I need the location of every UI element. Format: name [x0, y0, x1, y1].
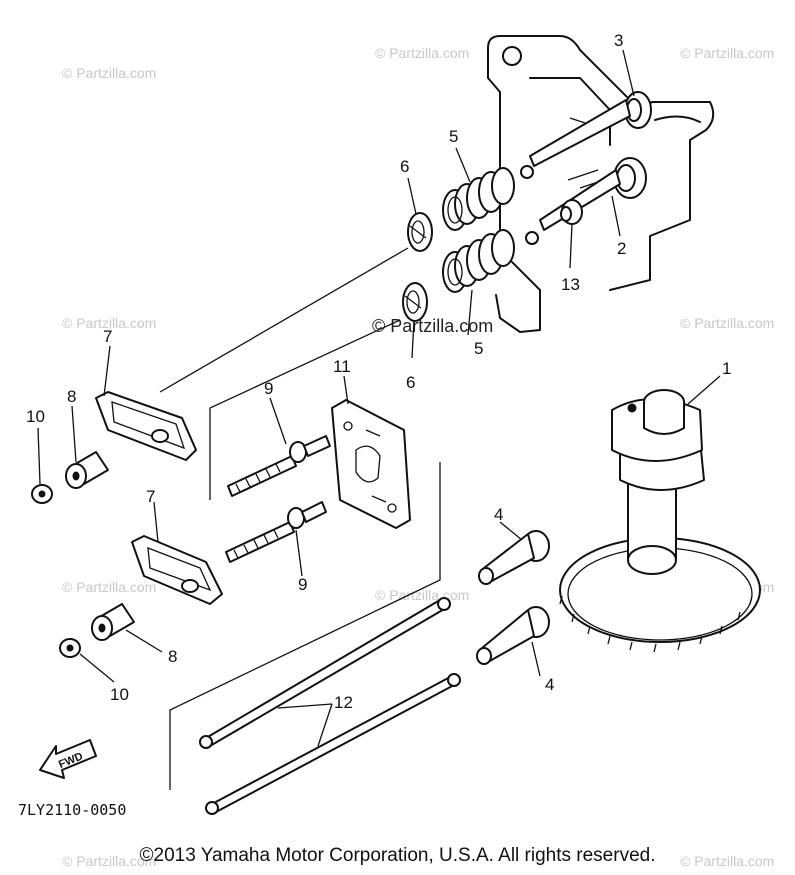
forward-arrow-icon: FWD — [39, 739, 97, 779]
callout-6: 6 — [400, 157, 409, 176]
callout-group: 3 5 6 2 13 5 6 1 7 8 10 9 11 7 9 4 8 10 … — [26, 31, 731, 712]
leader-lines — [37, 49, 721, 747]
callout-6: 6 — [406, 373, 415, 392]
callout-8: 8 — [168, 647, 177, 666]
stud-upper — [227, 435, 331, 497]
callout-11: 11 — [333, 357, 351, 376]
copyright-notice: ©2013 Yamaha Motor Corporation, U.S.A. A… — [139, 845, 656, 866]
valve-spring-upper — [442, 167, 515, 231]
callout-9: 9 — [264, 379, 273, 398]
watermark: © Partzilla.com — [680, 853, 774, 869]
watermark: © Partzilla.com — [375, 45, 469, 61]
callout-10: 10 — [26, 407, 45, 426]
valve-spring-lower — [442, 229, 515, 293]
callout-8: 8 — [67, 387, 76, 406]
watermark-center: © Partzilla.com — [372, 316, 493, 336]
watermark: © Partzilla.com — [62, 315, 156, 331]
watermark: © Partzilla.com — [680, 315, 774, 331]
callout-2: 2 — [617, 239, 626, 258]
watermark: © Partzilla.com — [62, 579, 156, 595]
rocker-arm-upper — [95, 391, 197, 461]
valve-part-2 — [525, 157, 647, 245]
part-code: 7LY2110-0050 — [18, 801, 126, 819]
callout-5: 5 — [474, 339, 483, 358]
callout-9: 9 — [298, 575, 307, 594]
callout-7: 7 — [103, 327, 112, 346]
callout-13: 13 — [561, 275, 580, 294]
tappet-lower — [476, 606, 550, 665]
callout-7: 7 — [146, 487, 155, 506]
callout-1: 1 — [722, 359, 731, 378]
callout-12: 12 — [334, 693, 353, 712]
nut-lower — [59, 638, 81, 658]
rocker-arm-lower — [131, 535, 223, 605]
tappet-upper — [478, 530, 550, 585]
assembly-guide-lines — [159, 247, 441, 790]
callout-3: 3 — [614, 31, 623, 50]
callout-4: 4 — [494, 505, 503, 524]
spring-retainer-upper — [407, 212, 433, 252]
pivot-upper — [65, 451, 109, 489]
valve-part-3 — [520, 91, 652, 179]
guide-plate-part-11 — [331, 399, 411, 529]
watermark: © Partzilla.com — [62, 853, 156, 869]
push-rod-upper — [199, 597, 451, 749]
stud-lower — [225, 501, 327, 563]
watermark: © Partzilla.com — [375, 587, 469, 603]
camshaft-part-1 — [559, 389, 761, 653]
watermark: © Partzilla.com — [62, 65, 156, 81]
callout-10: 10 — [110, 685, 129, 704]
callout-5: 5 — [449, 127, 458, 146]
push-rod-lower — [205, 673, 461, 815]
callout-4: 4 — [545, 675, 554, 694]
pivot-lower — [91, 603, 135, 641]
valve-seal-part-13 — [560, 199, 583, 225]
nut-upper — [31, 484, 53, 504]
watermark: © Partzilla.com — [680, 45, 774, 61]
spring-retainer-lower — [402, 282, 428, 322]
